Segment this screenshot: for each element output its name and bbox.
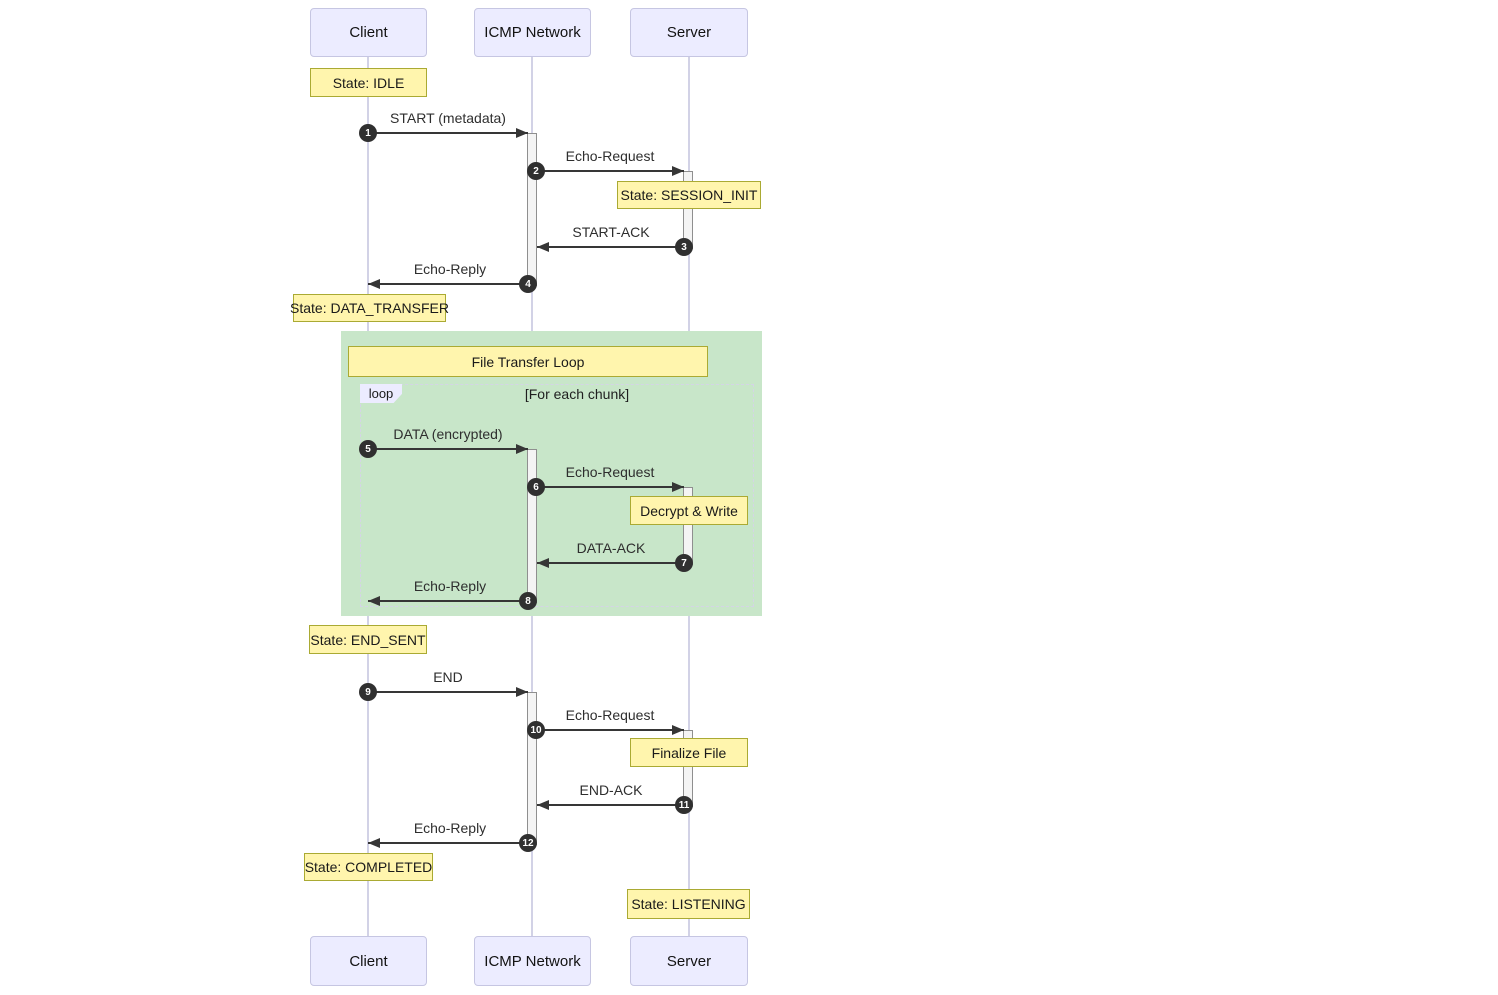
message-line	[537, 170, 684, 172]
arrowhead-right-icon	[516, 687, 528, 697]
message-label: Echo-Request	[565, 707, 655, 723]
message-number: 9	[359, 683, 377, 701]
actor-label: Server	[666, 24, 712, 41]
note-state-end-sent: State: END_SENT	[309, 625, 427, 654]
message-number: 11	[675, 796, 693, 814]
message-line	[537, 562, 684, 564]
actor-server-bottom: Server	[630, 936, 748, 986]
message-label: Echo-Reply	[413, 820, 487, 836]
activation-icmp-3	[527, 692, 537, 845]
actor-label: Client	[349, 24, 388, 41]
message-line	[537, 486, 684, 488]
note-state-completed: State: COMPLETED	[304, 853, 433, 881]
loop-condition: [For each chunk]	[524, 386, 630, 402]
message-label: Echo-Request	[565, 464, 655, 480]
note-state-idle: State: IDLE	[310, 68, 427, 97]
actor-label: Server	[666, 952, 712, 970]
message-line	[537, 804, 684, 806]
note-file-transfer-loop: File Transfer Loop	[348, 346, 708, 377]
arrowhead-right-icon	[672, 725, 684, 735]
message-label: START (metadata)	[390, 110, 506, 126]
loop-background-rect	[341, 331, 762, 616]
message-label: Echo-Reply	[413, 578, 487, 594]
activation-icmp-2	[527, 449, 537, 603]
message-number: 5	[359, 440, 377, 458]
actor-icmp-network-top: ICMP Network	[474, 8, 591, 57]
message-label: END-ACK	[579, 782, 643, 798]
actor-icmp-network-bottom: ICMP Network	[474, 936, 591, 986]
actor-label: ICMP Network	[484, 952, 581, 970]
note-state-data-transfer: State: DATA_TRANSFER	[290, 294, 449, 322]
message-number: 1	[359, 124, 377, 142]
arrowhead-right-icon	[516, 444, 528, 454]
message-label: DATA-ACK	[576, 540, 646, 556]
message-number: 4	[519, 275, 537, 293]
loop-label-text: loop	[368, 386, 394, 401]
arrowhead-left-icon	[368, 838, 380, 848]
arrowhead-left-icon	[368, 596, 380, 606]
arrowhead-right-icon	[672, 482, 684, 492]
loop-frame	[360, 384, 754, 607]
actor-server-top: Server	[630, 8, 748, 57]
message-line	[368, 448, 528, 450]
message-line	[537, 729, 684, 731]
message-number: 7	[675, 554, 693, 572]
actor-client-top: Client	[310, 8, 427, 57]
arrowhead-right-icon	[516, 128, 528, 138]
message-label: Echo-Request	[565, 148, 655, 164]
arrowhead-left-icon	[537, 800, 549, 810]
message-label: Echo-Reply	[413, 261, 487, 277]
arrowhead-right-icon	[672, 166, 684, 176]
message-line	[368, 842, 528, 844]
actor-label: ICMP Network	[484, 24, 581, 41]
arrowhead-left-icon	[537, 242, 549, 252]
message-number: 10	[527, 721, 545, 739]
activation-icmp-1	[527, 133, 537, 286]
note-finalize-file: Finalize File	[630, 738, 748, 767]
message-label: END	[433, 669, 463, 685]
note-state-session-init: State: SESSION_INIT	[617, 181, 761, 209]
message-label: DATA (encrypted)	[393, 426, 503, 442]
message-line	[368, 132, 528, 134]
message-label: START-ACK	[572, 224, 650, 240]
message-number: 8	[519, 592, 537, 610]
actor-label: Client	[349, 952, 388, 970]
loop-label: loop	[360, 384, 402, 403]
message-number: 3	[675, 238, 693, 256]
message-number: 12	[519, 834, 537, 852]
message-number: 6	[527, 478, 545, 496]
note-state-listening: State: LISTENING	[627, 889, 750, 919]
message-number: 2	[527, 162, 545, 180]
actor-client-bottom: Client	[310, 936, 427, 986]
message-line	[537, 246, 684, 248]
message-line	[368, 600, 528, 602]
arrowhead-left-icon	[537, 558, 549, 568]
note-decrypt-and-write: Decrypt & Write	[630, 496, 748, 525]
message-line	[368, 283, 528, 285]
message-line	[368, 691, 528, 693]
arrowhead-left-icon	[368, 279, 380, 289]
